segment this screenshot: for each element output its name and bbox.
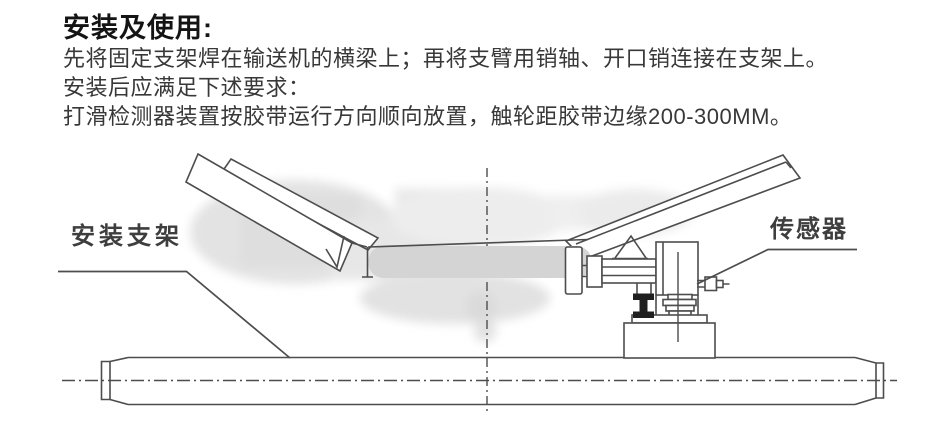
instruction-line-2: 安装后应满足下述要求： (63, 75, 311, 100)
flange-disc (564, 246, 583, 295)
page-title: 安装及使用: (63, 13, 213, 43)
bracket-label: 安装支架 (71, 223, 183, 250)
left-idler-arm (184, 152, 380, 273)
shaft-lines (602, 266, 656, 277)
instruction-line-1: 先将固定支架焊在输送机的横梁上；再将支臂用销轴、开口销连接在支架上。 (63, 46, 829, 71)
bracket-leader-line (58, 270, 291, 359)
mounting-stack (623, 252, 716, 359)
touch-roller-edge (362, 247, 373, 278)
instructions-block: 先将固定支架焊在输送机的横梁上；再将支臂用销轴、开口销连接在支架上。 安装后应满… (63, 44, 933, 131)
clamp-ibeam (633, 293, 654, 318)
collar (586, 255, 603, 288)
base-block (623, 322, 716, 359)
instruction-line-3: 打滑检测器装置按胶带运行方向顺向放置，触轮距胶带边缘200-300MM。 (63, 104, 793, 129)
sensor-assembly (564, 234, 699, 296)
belt-edge-line (367, 238, 589, 248)
gusset-plate (612, 234, 648, 260)
touch-roller (368, 246, 592, 278)
sensor-label: 传感器 (770, 216, 848, 243)
sensor-leader-line (696, 248, 857, 285)
sensor-bolt (697, 276, 730, 292)
flange-neck (582, 264, 587, 278)
pivot-shaft (601, 258, 657, 284)
conveyor-beam (100, 356, 885, 406)
